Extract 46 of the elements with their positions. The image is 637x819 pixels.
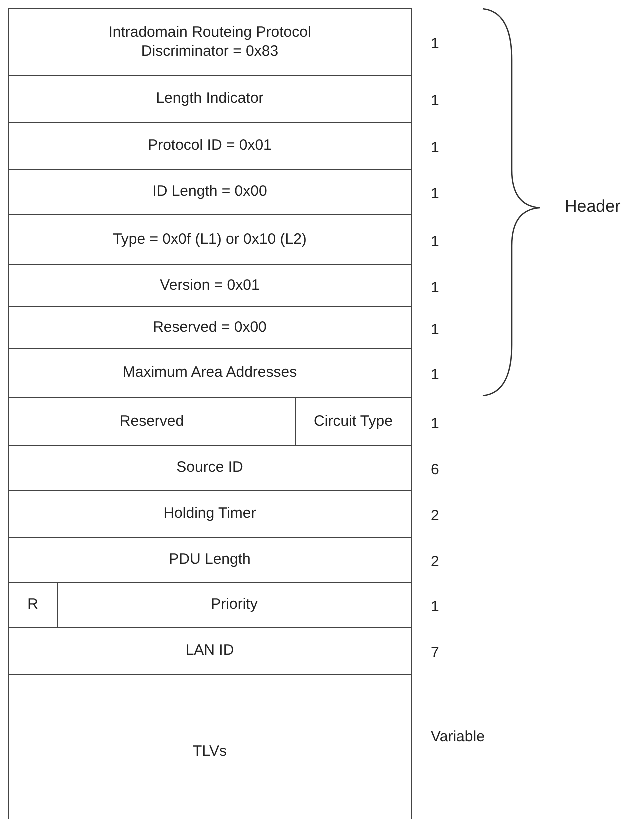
field-cell — [8, 490, 412, 538]
field-length: 1 — [431, 321, 440, 338]
field-length: 1 — [431, 366, 440, 384]
field-length: 1 — [431, 36, 440, 52]
field-name: Priority — [211, 595, 258, 615]
field-cell — [8, 264, 412, 307]
field-name: Source ID — [176, 458, 244, 478]
field-length: 1 — [431, 140, 440, 156]
group-label: Header — [565, 197, 621, 217]
field-cell — [8, 214, 412, 265]
field-name: Circuit Type — [314, 412, 393, 432]
field-cell — [8, 122, 412, 170]
field-name: Reserved = 0x00 — [153, 318, 267, 338]
field-name: Version = 0x01 — [160, 276, 260, 296]
field-name: LAN ID — [186, 641, 234, 661]
field-length: 2 — [431, 554, 440, 570]
field-length: 6 — [431, 462, 440, 478]
field-name: ID Length = 0x00 — [152, 182, 268, 202]
field-length: 1 — [431, 233, 440, 250]
field-length: 1 — [431, 279, 440, 296]
field-name: Type = 0x0f (L1) or 0x10 (L2) — [113, 230, 307, 250]
field-cell — [8, 75, 412, 123]
field-length: 1 — [431, 186, 440, 202]
field-name: Reserved — [120, 412, 184, 432]
field-name: R — [28, 595, 38, 615]
field-cell — [8, 306, 412, 349]
field-cell — [8, 674, 412, 819]
field-name: Length Indicator — [156, 89, 264, 109]
field-name: Protocol ID = 0x01 — [148, 136, 272, 156]
field-name: Intradomain Routeing Protocol Discriminator = 0x83 — [108, 22, 312, 62]
field-name: TLVs — [193, 742, 227, 762]
field-cell — [8, 445, 412, 491]
field-cell — [8, 169, 412, 215]
field-length: Variable — [431, 728, 485, 745]
field-length: 7 — [431, 644, 440, 662]
field-length: 1 — [431, 415, 440, 432]
field-cell — [8, 8, 412, 76]
field-length: 2 — [431, 508, 440, 524]
field-length: 1 — [431, 598, 440, 616]
field-name: PDU Length — [169, 550, 251, 570]
field-cell — [8, 537, 412, 583]
field-name: Holding Timer — [164, 504, 256, 524]
field-name: Maximum Area Addresses — [122, 363, 298, 383]
field-cell — [8, 348, 412, 398]
field-cell — [8, 627, 412, 675]
field-length: 1 — [431, 92, 440, 110]
